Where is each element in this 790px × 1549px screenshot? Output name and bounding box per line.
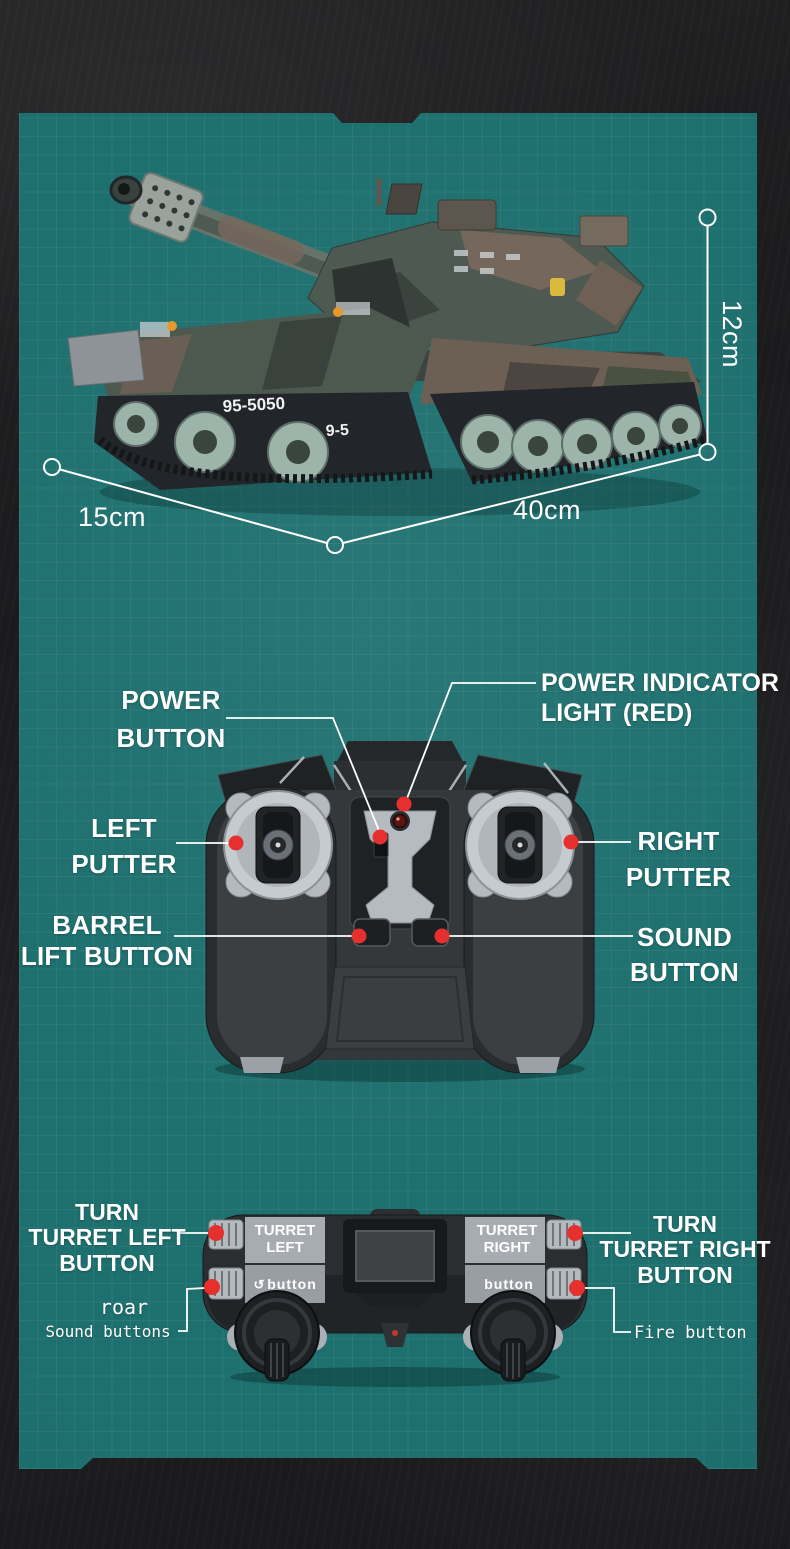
- front-fender: [67, 329, 145, 387]
- sound-button[interactable]: [411, 918, 449, 947]
- turn-turret-left-button[interactable]: [208, 1219, 244, 1250]
- label-barrel-lift-button: BARREL LIFT BUTTON: [20, 910, 194, 971]
- controller-front-illustration: [205, 741, 595, 1082]
- controller-back-illustration: TURRET LEFT ↺ button TURRET RIGHT button: [202, 1209, 588, 1387]
- label-sound-button: SOUND BUTTON: [629, 922, 740, 988]
- rotate-arrow-icon: ↺: [254, 1277, 265, 1292]
- panel-right-button-label: button: [484, 1276, 534, 1292]
- label-roar: roar: [99, 1295, 149, 1319]
- label-turn-turret-left: TURN TURRET LEFT BUTTON: [28, 1199, 186, 1276]
- barrel-lift-button[interactable]: [353, 918, 391, 947]
- tank-illustration: 95-5050 9-5: [67, 172, 708, 516]
- roar-sound-button[interactable]: [208, 1267, 244, 1300]
- panel-left-button-label: button: [267, 1276, 317, 1292]
- turret-emblem: [550, 278, 565, 296]
- panel-turret-left-line1: TURRET: [255, 1222, 316, 1239]
- dimension-length-label: 40cm: [512, 495, 582, 525]
- label-left-putter: LEFT PUTTER: [71, 813, 177, 880]
- right-foot: [516, 1057, 560, 1073]
- dimension-width-label: 15cm: [77, 502, 147, 532]
- back-right-stick[interactable]: [463, 1290, 563, 1382]
- back-screen: [343, 1219, 447, 1307]
- tank-front-marking: 9-5: [325, 422, 349, 440]
- label-power-indicator: POWER INDICATOR LIGHT (RED): [541, 669, 779, 727]
- tank-tracks: [94, 382, 708, 490]
- label-turn-turret-right: TURN TURRET RIGHT BUTTON: [599, 1211, 771, 1288]
- power-switch[interactable]: [373, 832, 389, 858]
- svg-text:↺: ↺: [254, 1277, 265, 1292]
- fire-trigger-button[interactable]: [546, 1267, 582, 1300]
- panel-turret-right-line2: RIGHT: [484, 1239, 531, 1256]
- turn-turret-right-button[interactable]: [546, 1219, 582, 1250]
- tank-hull: [67, 302, 702, 404]
- left-stick[interactable]: [223, 790, 333, 900]
- right-stick[interactable]: [465, 790, 575, 900]
- dimension-height-label: 12cm: [717, 300, 747, 369]
- panel-turret-right-line1: TURRET: [477, 1222, 538, 1239]
- power-indicator-led: [392, 813, 408, 829]
- label-fire-button: Fire button: [634, 1323, 747, 1343]
- label-sound-buttons: Sound buttons: [45, 1322, 171, 1341]
- tank-hull-marking: 95-5050: [222, 394, 285, 416]
- left-foot: [240, 1057, 284, 1073]
- label-right-putter: RIGHT PUTTER: [625, 826, 732, 893]
- center-console: [349, 796, 451, 930]
- back-left-stick[interactable]: [227, 1290, 327, 1382]
- label-power-button: POWER BUTTON: [116, 685, 226, 753]
- panel-turret-left-line2: LEFT: [266, 1239, 304, 1256]
